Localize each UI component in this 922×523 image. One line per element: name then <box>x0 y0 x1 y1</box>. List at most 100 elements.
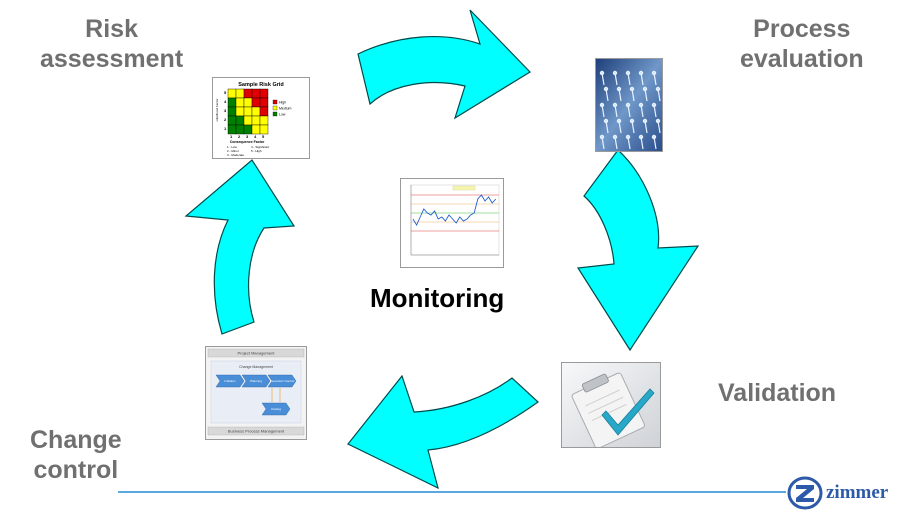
risk-grid-note: 1 - Low <box>227 145 238 149</box>
risk-grid-note: 2 - Minor <box>227 149 239 153</box>
risk-grid-x-tick: 5 <box>262 134 265 139</box>
label-process-evaluation: Process evaluation <box>740 14 864 74</box>
risk-grid-cell <box>243 115 253 126</box>
risk-grid-cell <box>251 115 261 126</box>
vial-cap <box>655 86 661 92</box>
risk-grid-cell <box>259 115 269 126</box>
vial-cap <box>629 118 635 124</box>
risk-grid-note: 4 - Significant <box>251 145 269 149</box>
risk-grid-x-label: Consequence Factor <box>230 140 265 144</box>
legend-swatch-medium <box>272 105 278 111</box>
change-inner-title: Change Management <box>239 365 273 369</box>
risk-grid-cell <box>235 115 245 126</box>
risk-grid-cell <box>259 88 269 99</box>
chevron-step <box>261 402 291 416</box>
risk-grid-cell <box>251 124 261 135</box>
risk-grid-cell <box>227 97 237 108</box>
risk-grid-y-tick: 2 <box>224 117 227 122</box>
risk-grid-x-tick: 3 <box>246 134 249 139</box>
change-top-bar: Project Management <box>238 351 276 356</box>
arrow-validation-to-change <box>347 374 539 490</box>
vial-cap <box>616 86 622 92</box>
risk-grid-cell <box>259 124 269 135</box>
vial-cap <box>599 102 605 108</box>
change-control-diagram-image: Project Management Change Management Ini… <box>205 346 307 440</box>
chevron-step <box>267 374 297 388</box>
change-step-label: Execution/ Control <box>270 379 295 383</box>
label-risk-line2: assessment <box>40 45 184 73</box>
risk-grid-title: Sample Risk Grid <box>238 82 284 88</box>
risk-grid-cell <box>259 106 269 117</box>
vial-cap <box>625 70 631 76</box>
risk-grid-note: 5 - High <box>251 149 262 153</box>
label-change-control: Change control <box>30 425 122 485</box>
label-change-line1: Change <box>30 426 122 454</box>
vial-cap <box>638 134 644 140</box>
change-step-label: Initiation <box>224 379 236 383</box>
vial-cap <box>629 86 635 92</box>
risk-grid-cell <box>227 124 237 135</box>
risk-grid-cell <box>243 124 253 135</box>
process-evaluation-photo <box>595 58 663 152</box>
risk-grid-cell <box>251 88 261 99</box>
vial-cap <box>616 118 622 124</box>
change-step-label: Planning <box>250 379 262 383</box>
vial-cap <box>599 70 605 76</box>
risk-grid-cell <box>251 106 261 117</box>
check-icon <box>601 388 655 436</box>
risk-grid-y-tick: 3 <box>224 108 227 113</box>
risk-grid-x-tick: 4 <box>254 134 257 139</box>
label-process-line2: evaluation <box>740 45 864 73</box>
label-change-line2: control <box>33 456 119 484</box>
vial-cap <box>655 118 661 124</box>
risk-grid-cell <box>243 88 253 99</box>
risk-grid-y-tick: 5 <box>224 90 227 95</box>
risk-grid-legend: Medium <box>279 107 292 111</box>
label-process-line1: Process <box>753 15 851 43</box>
vial-cap <box>612 102 618 108</box>
risk-grid-y-tick: 4 <box>224 99 227 104</box>
zimmer-z-icon <box>787 476 823 510</box>
legend-swatch-low <box>272 111 278 117</box>
vial-cap <box>612 134 618 140</box>
risk-grid-cell <box>251 97 261 108</box>
risk-grid-cell <box>235 88 245 99</box>
vial-cap <box>612 70 618 76</box>
risk-grid-cell <box>235 106 245 117</box>
risk-grid-cell <box>259 97 269 108</box>
risk-grid-cell <box>243 106 253 117</box>
risk-grid-cell <box>227 115 237 126</box>
risk-grid-legend: Low <box>279 113 286 117</box>
chevron-step <box>241 374 271 388</box>
change-step-label: Closing <box>271 407 281 411</box>
change-bottom-bar: Business Process Management <box>228 429 285 434</box>
label-risk-line1: Risk <box>85 15 138 43</box>
vial-cap <box>642 86 648 92</box>
risk-grid-cell <box>243 97 253 108</box>
risk-grid-cell <box>227 106 237 117</box>
vial-cap <box>625 134 631 140</box>
risk-grid-cell <box>235 97 245 108</box>
risk-grid-cell <box>227 88 237 99</box>
vial-cap <box>642 118 648 124</box>
arrow-risk-to-process <box>357 9 531 120</box>
zimmer-logo: zimmer <box>787 476 888 510</box>
chevron-step <box>215 374 245 388</box>
vial-cap <box>651 70 657 76</box>
validation-checkmark-image <box>561 362 661 448</box>
arrow-change-to-risk <box>184 159 296 335</box>
logo-wordmark: zimmer <box>826 482 889 503</box>
footer-divider <box>118 491 786 493</box>
vial-cap <box>638 70 644 76</box>
risk-grid-cell <box>235 124 245 135</box>
vial-cap <box>651 102 657 108</box>
risk-grid-x-tick: 2 <box>238 134 241 139</box>
risk-grid-note: 3 - Moderate <box>227 153 244 157</box>
vial-cap <box>603 118 609 124</box>
monitoring-chart-image <box>400 178 504 268</box>
vial-cap <box>625 102 631 108</box>
label-validation: Validation <box>718 379 837 407</box>
vial-cap <box>599 134 605 140</box>
legend-swatch-high <box>272 99 278 105</box>
